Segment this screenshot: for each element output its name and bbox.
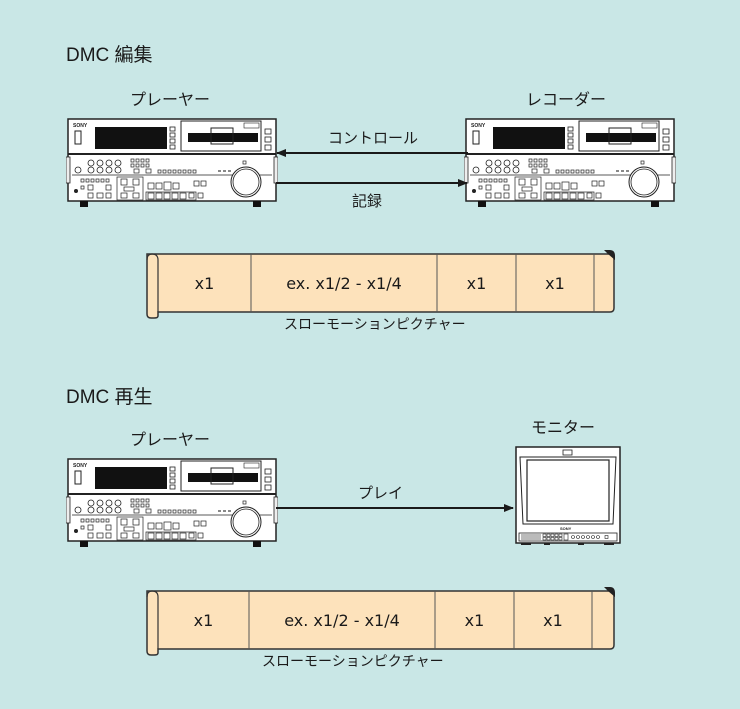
strip-segment: x1 [464, 610, 485, 630]
strip-segment: x1 [193, 610, 214, 630]
player-vtr-icon [66, 118, 278, 208]
strip-segment: x1 [543, 610, 563, 630]
recorder-vtr-icon [464, 118, 676, 208]
edit-arrows [276, 149, 468, 187]
slow-motion-strip-edit: x1 ex. x1/2 - x1/4 x1 x1 [138, 250, 618, 320]
section-title-playback: DMC 再生 [66, 387, 153, 408]
strip-segment: x1 [194, 273, 215, 293]
player-label: プレーヤー [130, 90, 211, 109]
monitor-icon [515, 446, 621, 546]
strip-segment: ex. x1/2 - x1/4 [286, 273, 402, 293]
strip-segment: ex. x1/2 - x1/4 [284, 610, 400, 630]
play-arrow-label: プレイ [358, 484, 404, 502]
control-arrow-label: コントロール [328, 129, 419, 147]
recorder-label: レコーダー [526, 90, 607, 109]
strip-caption-playback: スローモーションピクチャー [262, 654, 444, 670]
slow-motion-strip-playback: x1 ex. x1/2 - x1/4 x1 x1 [138, 587, 618, 657]
playback-arrows [276, 504, 514, 512]
record-arrow-label: 記録 [352, 192, 383, 210]
strip-segment: x1 [466, 273, 487, 293]
monitor-label: モニター [531, 418, 596, 437]
section-title-edit: DMC 編集 [66, 45, 153, 66]
player-label-playback: プレーヤー [130, 430, 211, 449]
strip-caption-edit: スローモーションピクチャー [284, 317, 466, 333]
player-vtr-icon-playback [66, 458, 278, 548]
strip-segment: x1 [545, 273, 565, 293]
